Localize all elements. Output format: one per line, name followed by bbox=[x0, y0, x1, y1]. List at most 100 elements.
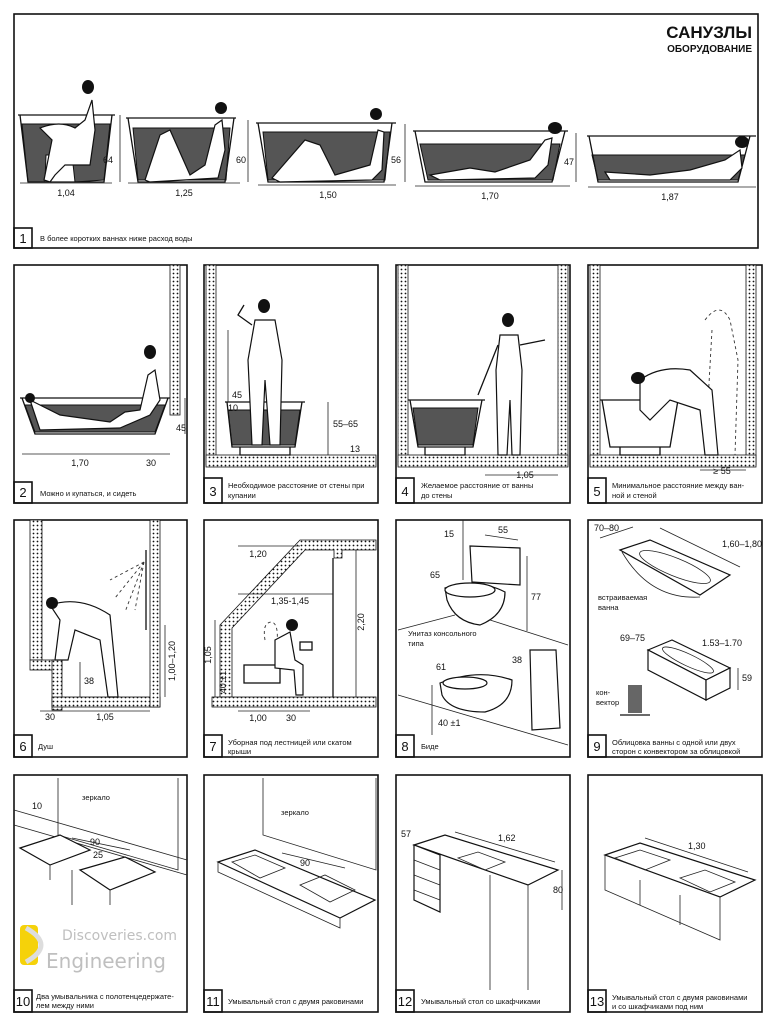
panel-6: 38 1,00–1,20 30 1,05 6 Душ bbox=[13, 519, 188, 758]
watermark: Discoveries.com Engineering bbox=[20, 925, 177, 973]
panel-caption: Умывальный стол с двумя раковинами bbox=[228, 997, 363, 1006]
dim-label: 77 bbox=[531, 592, 541, 602]
dim-label: 90 bbox=[90, 837, 100, 847]
panel-caption: лем между ними bbox=[36, 1001, 94, 1010]
panel-10: зеркало 10 90 25 Discoveries.com Enginee… bbox=[13, 774, 188, 1013]
dim-label: 55 bbox=[498, 525, 508, 535]
dim-label: 1,50 bbox=[319, 190, 337, 200]
panel-caption: Уборная под лестницей или скатом bbox=[228, 738, 352, 747]
dim-label: 56 bbox=[391, 155, 401, 165]
panel-caption: В более коротких ваннах ниже расход воды bbox=[40, 234, 193, 243]
panel-number: 6 bbox=[19, 739, 26, 754]
panel-number: 13 bbox=[590, 994, 604, 1009]
dim-label: 1,00–1,20 bbox=[167, 641, 177, 681]
dim-label: 30 bbox=[146, 458, 156, 468]
panel-caption: сторон с конвектором за облицовкой bbox=[612, 747, 740, 756]
dim-label: 1,20 bbox=[249, 549, 267, 559]
panel-number: 8 bbox=[401, 739, 408, 754]
panel-caption: Минимальное расстояние между ван- bbox=[612, 481, 745, 490]
panel-caption: Облицовка ванны с одной или двух bbox=[612, 738, 736, 747]
panel-caption: ной и стеной bbox=[612, 491, 657, 500]
page-subtitle: ОБОРУДОВАНИЕ bbox=[667, 44, 752, 55]
dim-label: 60 bbox=[236, 155, 246, 165]
panel-7: 1,20 1,35-1,45 2,20 1,05 40 ±1 1,00 30 7… bbox=[203, 519, 379, 758]
dim-label: 1,05 bbox=[96, 712, 114, 722]
dim-label: 30 bbox=[45, 712, 55, 722]
dim-label: 1,87 bbox=[661, 192, 679, 202]
panel-caption: до стены bbox=[421, 491, 452, 500]
page-title: САНУЗЛЫ bbox=[666, 23, 752, 42]
dim-label: 38 bbox=[512, 655, 522, 665]
panel-number: 4 bbox=[401, 484, 408, 499]
convector-label: вектор bbox=[596, 698, 619, 707]
toilet-label: типа bbox=[408, 639, 425, 648]
panel-13: 1,30 13 Умывальный стол с двумя раковина… bbox=[587, 774, 763, 1013]
panel-9: 70–80 1,60–1,80 встраиваемая ванна 69–75… bbox=[587, 519, 763, 758]
dim-label: 40 ±1 bbox=[438, 718, 460, 728]
dim-label: 1,30 bbox=[688, 841, 706, 851]
panel-3: 45 10 55–65 13 3 Необходимое расстояние … bbox=[203, 264, 379, 504]
dim-label: 1,62 bbox=[498, 833, 516, 843]
panel-caption: Биде bbox=[421, 742, 439, 751]
panel-number: 10 bbox=[16, 994, 30, 1009]
panel-12: 57 1,62 80 12 Умывальный стол со шкафчик… bbox=[395, 774, 571, 1013]
dim-label: 1,05 bbox=[516, 470, 534, 480]
panel-caption: и со шкафчиками под ним bbox=[612, 1002, 703, 1011]
dim-label: 47 bbox=[564, 157, 574, 167]
panel-caption: Умывальный стол с двумя раковинами bbox=[612, 993, 747, 1002]
panel-caption: крыши bbox=[228, 747, 251, 756]
panel-number: 9 bbox=[593, 739, 600, 754]
dim-label: 1,00 bbox=[249, 713, 267, 723]
dim-label: 40 ±1 bbox=[218, 671, 228, 693]
panel-1: САНУЗЛЫ ОБОРУДОВАНИЕ 64 1,04 60 1,25 bbox=[13, 13, 759, 249]
dim-label: 1,25 bbox=[175, 188, 193, 198]
dim-label: 1,04 bbox=[57, 188, 75, 198]
panel-8: 15 55 65 77 Унитаз консольного типа 61 3… bbox=[395, 519, 571, 758]
convector-label: кон- bbox=[596, 688, 611, 697]
dim-label: 1,70 bbox=[71, 458, 89, 468]
dim-label: 13 bbox=[350, 444, 360, 454]
dim-label: 2,20 bbox=[356, 613, 366, 631]
dim-label: 45 bbox=[176, 423, 186, 433]
dim-label: 61 bbox=[436, 662, 446, 672]
bathtub-lying-half bbox=[256, 108, 396, 183]
dim-label: 57 bbox=[401, 829, 411, 839]
dim-label: 25 bbox=[93, 850, 103, 860]
panel-2: 45 1,70 30 2 Можно и купаться, и сидеть bbox=[13, 264, 188, 504]
dim-label: 15 bbox=[444, 529, 454, 539]
panel-caption: купании bbox=[228, 491, 256, 500]
dim-label: 80 bbox=[553, 885, 563, 895]
dim-label: 30 bbox=[286, 713, 296, 723]
dim-label: 64 bbox=[103, 155, 113, 165]
built-in-bath-label: ванна bbox=[598, 603, 619, 612]
bathtub-full-length bbox=[587, 135, 756, 183]
dim-label: 65 bbox=[430, 570, 440, 580]
bathtub-lying bbox=[413, 122, 568, 183]
panel-caption: Умывальный стол со шкафчиками bbox=[421, 997, 541, 1006]
panel-caption: Два умывальника с полотенцедержате- bbox=[36, 992, 174, 1001]
dim-label: 70–80 bbox=[594, 523, 619, 533]
panel-number: 2 bbox=[19, 485, 26, 500]
panel-number: 7 bbox=[209, 739, 216, 754]
toilet-label: Унитаз консольного bbox=[408, 629, 477, 638]
panel-caption: Желаемое расстояние от ванны bbox=[421, 481, 533, 490]
panel-11: зеркало 90 11 Умывальный стол с двумя ра… bbox=[203, 774, 379, 1013]
dim-label: 90 bbox=[300, 858, 310, 868]
panel-number: 1 bbox=[19, 231, 26, 246]
mirror-label: зеркало bbox=[82, 793, 110, 802]
dim-label: 69–75 bbox=[620, 633, 645, 643]
bathtub-sitting bbox=[18, 80, 115, 183]
dim-label: 10 bbox=[228, 403, 238, 413]
dim-label: 59 bbox=[742, 673, 752, 683]
panel-caption: Необходимое расстояние от стены при bbox=[228, 481, 364, 490]
built-in-bath-label: встраиваемая bbox=[598, 593, 647, 602]
panel-5: ≥ 55 5 Минимальное расстояние между ван-… bbox=[587, 264, 763, 504]
dim-label: 1,60–1,80 bbox=[722, 539, 762, 549]
panel-caption: Душ bbox=[38, 742, 53, 751]
dim-label: ≥ 55 bbox=[713, 466, 730, 476]
mirror-label: зеркало bbox=[281, 808, 309, 817]
dim-label: 1,05 bbox=[203, 646, 213, 664]
dim-label: 55–65 bbox=[333, 419, 358, 429]
dim-label: 45 bbox=[232, 390, 242, 400]
